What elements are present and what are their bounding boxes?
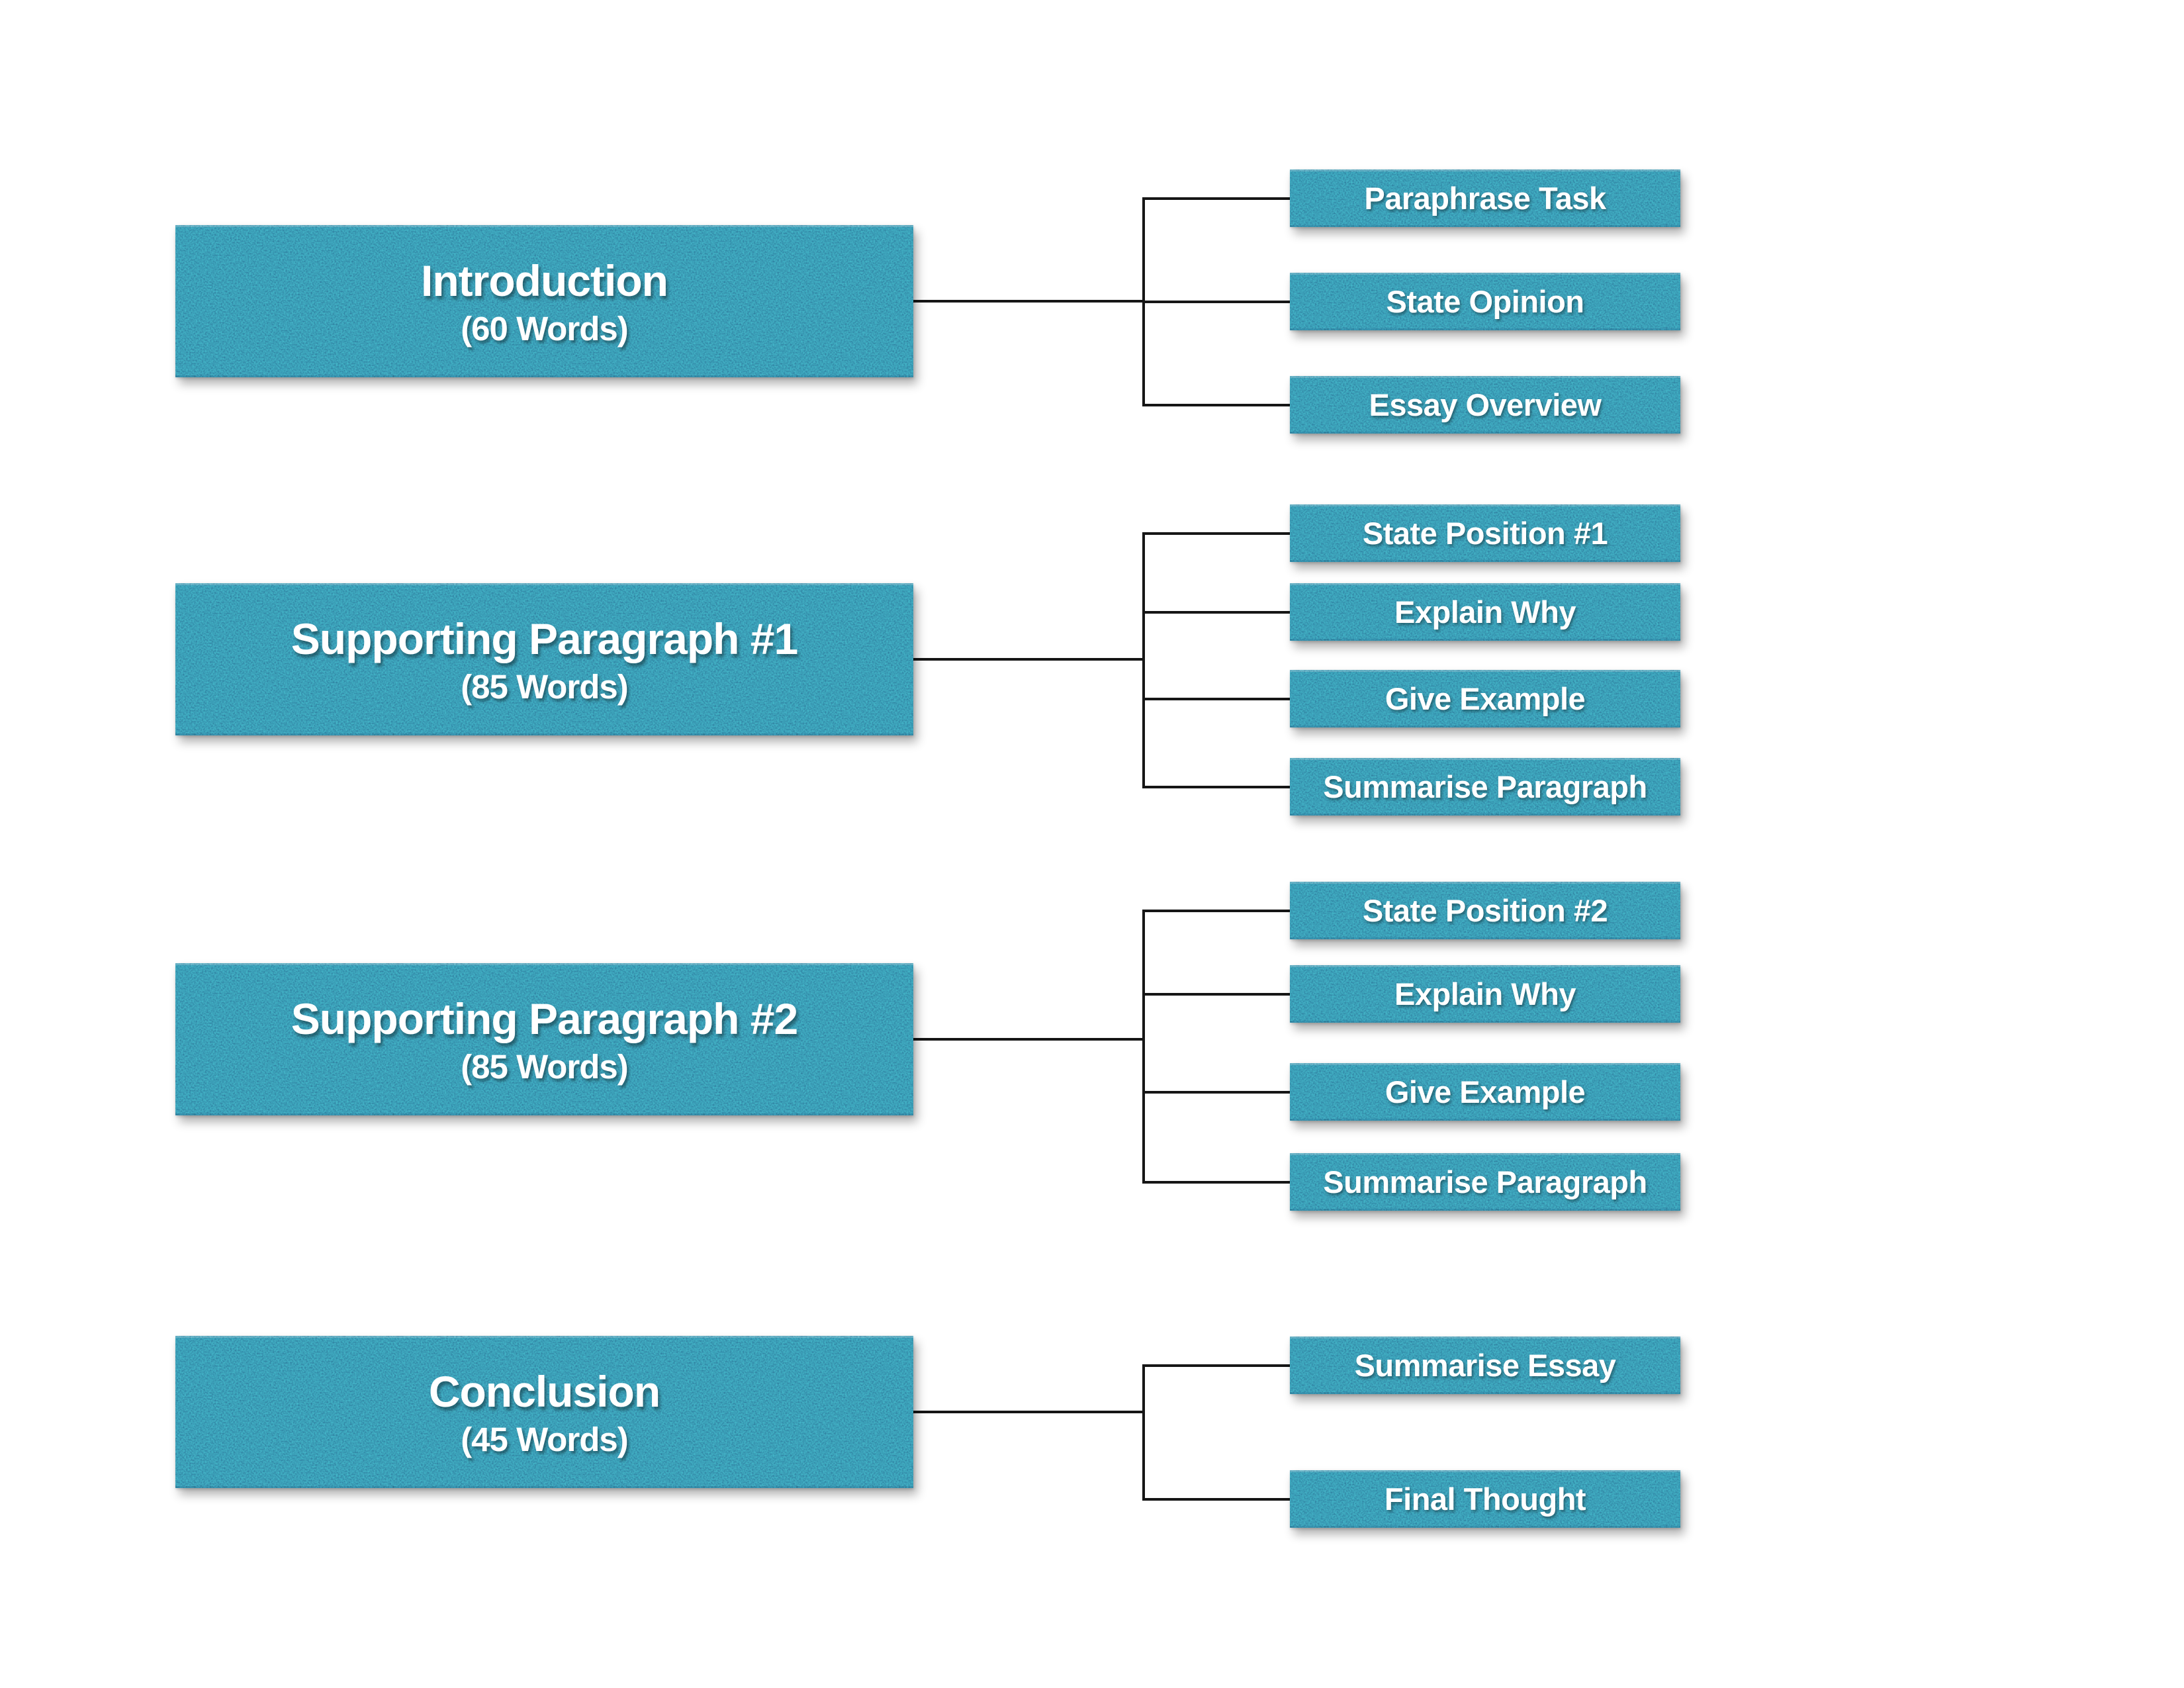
connector-stem-supporting-paragraph-2 — [912, 1038, 1144, 1041]
step-label: Give Example — [1385, 1074, 1586, 1109]
step-box-give-example-2: Give Example — [1290, 1063, 1680, 1121]
step-label: Summarise Paragraph — [1323, 1164, 1647, 1199]
step-box-summarise-essay: Summarise Essay — [1290, 1336, 1680, 1394]
connector-trunk-conclusion — [1142, 1364, 1145, 1501]
step-label: Final Thought — [1384, 1481, 1586, 1517]
connector-trunk-supporting-paragraph-2 — [1142, 910, 1145, 1184]
step-box-state-position-1: State Position #1 — [1290, 504, 1680, 562]
step-box-summarise-paragraph-2: Summarise Paragraph — [1290, 1153, 1680, 1211]
step-box-explain-why-1: Explain Why — [1290, 583, 1680, 641]
section-word-count: (85 Words) — [461, 1047, 629, 1086]
connector-branch-state-position-2 — [1142, 910, 1290, 912]
section-word-count: (45 Words) — [461, 1420, 629, 1458]
step-box-explain-why-2: Explain Why — [1290, 965, 1680, 1023]
step-box-essay-overview: Essay Overview — [1290, 376, 1680, 434]
connector-branch-explain-why-2 — [1142, 993, 1290, 996]
step-label: Essay Overview — [1369, 387, 1602, 422]
connector-trunk-supporting-paragraph-1 — [1142, 532, 1145, 788]
section-title: Introduction — [421, 256, 668, 306]
section-box-supporting-paragraph-1: Supporting Paragraph #1 (85 Words) — [175, 583, 913, 735]
section-box-supporting-paragraph-2: Supporting Paragraph #2 (85 Words) — [175, 963, 913, 1115]
connector-branch-final-thought — [1142, 1498, 1290, 1501]
step-box-summarise-paragraph-1: Summarise Paragraph — [1290, 758, 1680, 816]
step-label: Paraphrase Task — [1364, 180, 1606, 216]
step-label: State Position #1 — [1362, 515, 1608, 551]
section-word-count: (60 Words) — [461, 309, 629, 348]
step-box-state-position-2: State Position #2 — [1290, 882, 1680, 939]
connector-stem-conclusion — [912, 1411, 1144, 1413]
section-title: Conclusion — [428, 1367, 660, 1417]
connector-branch-state-opinion — [1142, 301, 1290, 303]
connector-branch-state-position-1 — [1142, 532, 1290, 535]
step-box-final-thought: Final Thought — [1290, 1470, 1680, 1528]
connector-branch-summarise-paragraph-1 — [1142, 786, 1290, 788]
step-label: State Position #2 — [1362, 892, 1608, 928]
step-label: Explain Why — [1394, 976, 1576, 1011]
connector-branch-summarise-paragraph-2 — [1142, 1181, 1290, 1184]
section-box-conclusion: Conclusion (45 Words) — [175, 1336, 913, 1488]
connector-stem-supporting-paragraph-1 — [912, 658, 1144, 661]
connector-branch-essay-overview — [1142, 404, 1290, 406]
connector-branch-give-example-2 — [1142, 1091, 1290, 1094]
section-title: Supporting Paragraph #1 — [291, 614, 798, 664]
step-box-state-opinion: State Opinion — [1290, 273, 1680, 330]
step-label: Explain Why — [1394, 594, 1576, 630]
step-box-paraphrase-task: Paraphrase Task — [1290, 169, 1680, 227]
connector-branch-explain-why-1 — [1142, 611, 1290, 614]
step-box-give-example-1: Give Example — [1290, 670, 1680, 727]
connector-branch-give-example-1 — [1142, 698, 1290, 700]
section-word-count: (85 Words) — [461, 667, 629, 706]
step-label: State Opinion — [1386, 283, 1585, 319]
connector-stem-introduction — [912, 300, 1144, 303]
step-label: Give Example — [1385, 680, 1586, 716]
step-label: Summarise Essay — [1354, 1347, 1616, 1383]
step-label: Summarise Paragraph — [1323, 769, 1647, 804]
connector-branch-paraphrase-task — [1142, 197, 1290, 200]
connector-branch-summarise-essay — [1142, 1364, 1290, 1367]
section-box-introduction: Introduction (60 Words) — [175, 225, 913, 377]
section-title: Supporting Paragraph #2 — [291, 994, 798, 1044]
